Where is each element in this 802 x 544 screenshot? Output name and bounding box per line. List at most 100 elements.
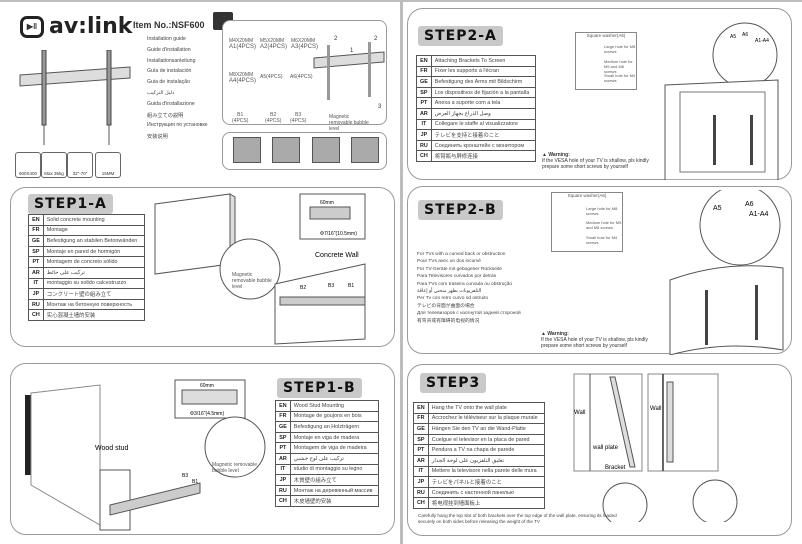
language-text: Collegare le staffe al visualizzatore bbox=[430, 118, 537, 131]
language-text: 木質壁の組み立て bbox=[289, 474, 380, 486]
note-line: التلفزيونات بظهر منحني أو إعاقة bbox=[417, 289, 482, 295]
part-label: A4(4PCS) bbox=[229, 78, 257, 84]
washer-title: Square washer(A6) bbox=[586, 33, 626, 38]
guide-title: Guía de instalación bbox=[147, 68, 192, 75]
part-b1: B1(4PCS) bbox=[232, 112, 248, 124]
callout: B3 bbox=[182, 473, 188, 479]
part-label: A5(4PCS) bbox=[260, 74, 283, 80]
guide-title: دليل التركيب bbox=[147, 89, 175, 96]
language-text: تركيب على لوح خشبي bbox=[289, 452, 380, 465]
guide-title: Guide d'installation bbox=[147, 46, 191, 53]
part-b2: B2(4PCS) bbox=[265, 112, 281, 124]
language-code: EN bbox=[275, 400, 291, 412]
note-line: Для телевизоров с изогнутой задней сторо… bbox=[417, 311, 521, 317]
language-code: PT bbox=[413, 444, 429, 456]
language-code: JP bbox=[28, 288, 44, 300]
washer-note: Small hole for M4 screws bbox=[586, 235, 618, 245]
washer-title: Square washer(A6) bbox=[567, 193, 607, 198]
part-size: M5X20MM bbox=[260, 38, 285, 44]
wall-label: Concrete Wall bbox=[315, 252, 359, 259]
language-code: CH bbox=[28, 309, 44, 321]
language-text: Accrochez le téléviseur sur la plaque mu… bbox=[427, 412, 546, 425]
language-text: تركيب على حائط bbox=[42, 266, 146, 279]
warning-icon: ▲ bbox=[542, 152, 547, 158]
language-code: FR bbox=[413, 412, 429, 425]
part-a6: A6(4PCS) bbox=[290, 74, 313, 80]
step1b-illustration: 60mm Φ3/16"(4.5mm) Wood stud B3 B1 bbox=[25, 379, 266, 531]
guide-title-list: Installation guide Guide d'installation … bbox=[147, 36, 208, 144]
language-text: Montage de goujons en bois bbox=[289, 410, 380, 423]
callout: A6 bbox=[745, 201, 754, 208]
language-text: montaggio su solido calcestruzzo bbox=[42, 277, 146, 290]
language-code: EN bbox=[413, 402, 429, 414]
callout-number: 2 bbox=[374, 36, 378, 42]
language-code: IT bbox=[275, 463, 291, 476]
language-code: AR bbox=[275, 452, 291, 465]
note-line: Für TV-Geräte mit gebogener Rückseite bbox=[417, 266, 502, 272]
logo-text: av:link bbox=[49, 14, 133, 39]
language-code: PT bbox=[416, 97, 432, 109]
language-code: RU bbox=[413, 486, 429, 499]
language-text: 实心混凝土墙的安装 bbox=[42, 309, 146, 321]
language-code: SP bbox=[413, 433, 429, 446]
spec-label: 32"-70" bbox=[72, 171, 88, 176]
spec-label: 600X400 bbox=[18, 171, 38, 176]
curved-tv-note-list: For TVs with a curved back or obstructio… bbox=[417, 251, 521, 325]
language-code: PT bbox=[28, 256, 44, 268]
language-text: Montagem de viga de madeira bbox=[289, 442, 380, 454]
language-code: GE bbox=[28, 235, 44, 247]
language-code: AR bbox=[416, 107, 432, 120]
language-text: تعليق التلفزيون على لوحة الجدار bbox=[427, 454, 546, 467]
language-code: SP bbox=[275, 431, 291, 444]
wall-label: Wall bbox=[574, 410, 585, 416]
step2a-illustration: A5 A6 A1-A4 bbox=[664, 22, 779, 180]
language-code: FR bbox=[416, 65, 432, 78]
warning-text: If the VESA hole of your TV is shallow, … bbox=[541, 337, 648, 349]
warning-text: If the VESA hole of your TV is shallow, … bbox=[542, 158, 649, 170]
language-text: Hängen Sie den TV an die Wand-Platte bbox=[427, 423, 546, 435]
page-top-edge bbox=[0, 0, 802, 2]
language-text: Befestigung des Arms mit Bildschirm bbox=[430, 76, 537, 88]
part-label: A3(4PCS) bbox=[291, 44, 319, 50]
language-text: 木皮墙壁的安装 bbox=[289, 495, 380, 507]
warning-title: Warning: bbox=[548, 152, 570, 158]
warning-title: Warning: bbox=[547, 331, 569, 337]
part-label: A1(4PCS) bbox=[229, 44, 257, 50]
language-code: EN bbox=[416, 55, 432, 67]
language-text: Solid concrete mounting bbox=[42, 214, 146, 226]
warning-icon: ▲ bbox=[541, 331, 546, 337]
wall-distance-spec-icon: 15MM bbox=[95, 152, 121, 178]
language-text: コンクリート壁の組み立て bbox=[42, 288, 146, 300]
language-text: テレビを支持と接着のこと bbox=[430, 129, 537, 141]
language-code: JP bbox=[413, 476, 429, 488]
part-label: A2(4PCS) bbox=[260, 44, 288, 50]
language-text: Montaje en viga de madera bbox=[289, 431, 380, 444]
part-size: M8X20MM bbox=[229, 72, 254, 78]
guide-title: 組み立ての説明 bbox=[147, 112, 184, 119]
language-text: Anexa a suporte com a tela bbox=[430, 97, 537, 109]
guide-title: 安装说明 bbox=[147, 134, 168, 141]
language-text: Соединить с настенной панелью bbox=[427, 486, 546, 499]
note-line: Pour TVs avec un dos incurvé bbox=[417, 259, 481, 265]
callout: A5 bbox=[730, 34, 736, 40]
language-code: PT bbox=[275, 442, 291, 454]
language-text: وصل الذراع بجهاز العرض bbox=[430, 107, 537, 120]
language-code: RU bbox=[28, 298, 44, 311]
depth-label: 60mm bbox=[200, 383, 214, 389]
